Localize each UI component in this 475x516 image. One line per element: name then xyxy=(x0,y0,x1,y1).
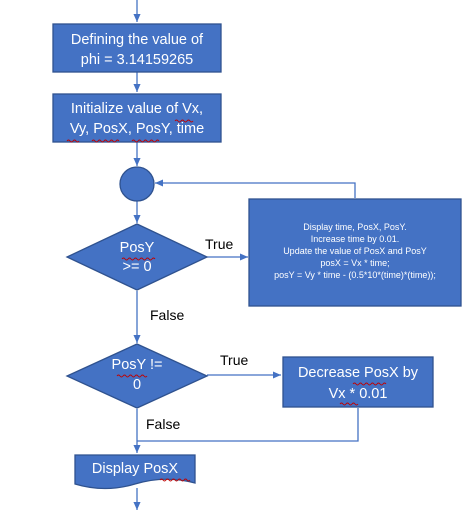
decision2-line1: PosY != xyxy=(112,357,163,373)
init-line1: Initialize value of Vx, xyxy=(71,101,203,117)
decision1-line1: PosY xyxy=(120,240,155,256)
spellcheck-underlines xyxy=(66,119,387,482)
loop-junction-connector xyxy=(119,166,155,202)
edge-label-true-1: True xyxy=(205,236,233,252)
edge-label-true-2: True xyxy=(220,352,248,368)
edge-label-false-1: False xyxy=(150,307,184,323)
decrease-return-connector xyxy=(137,408,359,442)
loop-body-line5: posY = Vy * time - (0.5*10*(time)*(time)… xyxy=(274,270,436,280)
connectors xyxy=(133,0,359,510)
process-initialize-values: Initialize value of Vx, Vy, PosX, PosY, … xyxy=(52,93,222,143)
process-decrease-posx: Decrease PosX by Vx * 0.01 xyxy=(282,356,434,408)
define-phi-line2: phi = 3.14159265 xyxy=(81,52,193,68)
loop-body-line3: Update the value of PosX and PosY xyxy=(283,246,427,256)
process-define-phi: Defining the value of phi = 3.14159265 xyxy=(52,23,222,73)
loop-back-connector xyxy=(155,179,356,198)
decision-posy-ne-zero: PosY != 0 xyxy=(65,343,209,409)
edge-label-false-2: False xyxy=(146,416,180,432)
loop-body-line4: posX = Vx * time; xyxy=(320,258,389,268)
decrease-line2: Vx * 0.01 xyxy=(329,386,388,402)
define-phi-line1: Defining the value of xyxy=(71,32,204,48)
output-display-posx: Display PosX xyxy=(74,454,196,490)
decrease-line1: Decrease PosX by xyxy=(298,365,419,381)
display-posx-label: Display PosX xyxy=(92,461,179,477)
decision1-line2: >= 0 xyxy=(122,259,151,275)
decision-posy-ge-zero: PosY >= 0 xyxy=(65,223,209,291)
init-line2: Vy, PosX, PosY, time xyxy=(70,121,204,137)
loop-body-line1: Display time, PosX, PosY. xyxy=(303,222,406,232)
process-loop-body: Display time, PosX, PosY. Increase time … xyxy=(248,198,462,307)
loop-body-line2: Increase time by 0.01. xyxy=(311,234,400,244)
decision2-line2: 0 xyxy=(133,377,141,393)
